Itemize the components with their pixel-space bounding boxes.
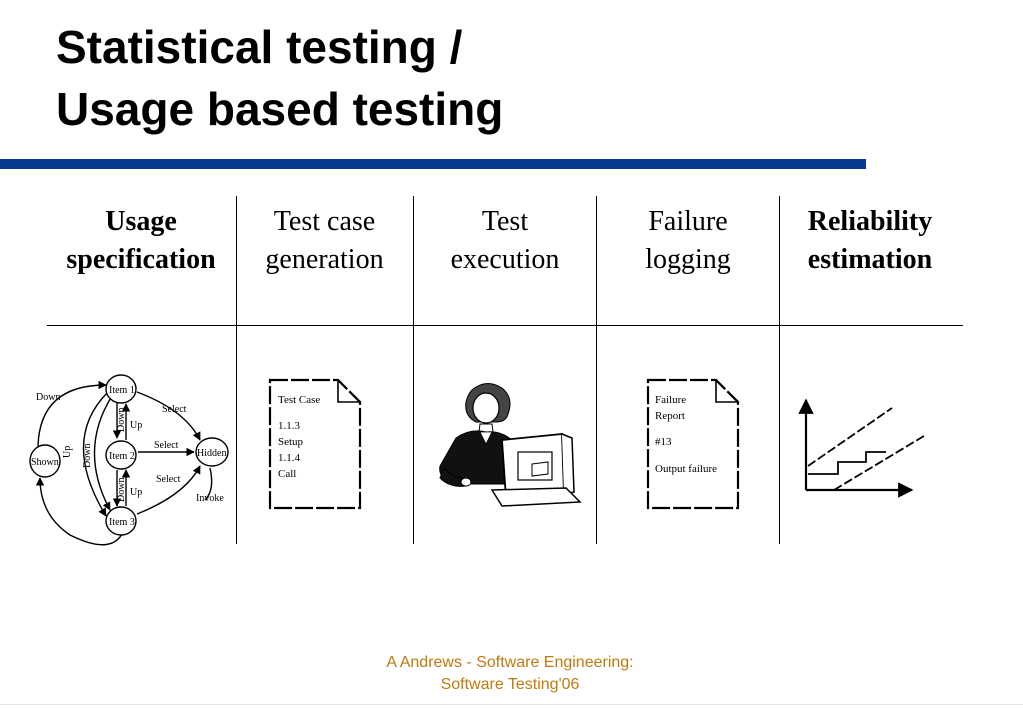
slide-title: Statistical testing / Usage based testin… [56,16,503,140]
state-label: Item 2 [109,451,135,462]
edge-label: Up [130,420,142,431]
edge-label: Up [130,487,142,498]
column-label-line2: execution [450,244,560,275]
test-case-line: Setup [278,436,304,448]
slide-bottom-border [0,704,1023,705]
edge-label: Select [162,404,187,415]
column-divider [779,196,780,544]
test-case-document-icon: Test Case 1.1.3 Setup 1.1.4 Call [268,378,362,510]
edge-select-3 [136,465,201,515]
header-separator [47,325,963,326]
column-label-line1: Test case [273,206,376,237]
state-label: Item 1 [109,385,135,396]
column-label-line2: generation [265,244,384,275]
state-label: Shown [31,457,59,468]
test-case-line: 1.1.4 [278,452,301,464]
state-shown [29,444,61,478]
edge-invoke [204,467,213,501]
column-divider [413,196,414,544]
column-reliability-estimation: Reliability estimation [780,203,960,279]
edge-label: Down [116,408,127,432]
edge-label: Down [36,392,60,403]
column-label-line2: specification [66,244,216,275]
state-label: Item 3 [109,517,135,528]
title-line-1: Statistical testing / [56,21,463,73]
edge-down-outer [37,380,107,447]
column-label-line1: Failure [648,206,728,237]
column-label-line1: Test [481,206,529,237]
footer-line-2: Software Testing'06 [440,676,580,693]
column-label-line1: Usage [105,206,177,237]
column-label-line1: Reliability [807,206,933,237]
column-label-line2: logging [645,244,731,275]
person-at-computer-icon [439,383,582,507]
title-underline [0,159,866,169]
failure-report-heading: Failure [655,394,686,406]
edge-label: Select [154,440,179,451]
failure-report-heading: Report [655,410,685,422]
edge-label: Up [62,446,73,458]
failure-report-id: #13 [655,436,672,448]
test-case-line: 1.1.3 [278,420,301,432]
state-hidden [195,437,229,467]
state-item1 [105,374,137,404]
column-failure-logging: Failure logging [597,203,779,279]
edge-label: Down [116,478,127,502]
slide-footer: A Andrews - Software Engineering: Softwa… [310,652,710,696]
edge-select-1 [136,391,201,441]
edge-label: Down [82,444,93,468]
edge-label: Invoke [196,493,224,504]
column-label-line2: estimation [807,244,933,275]
test-case-line: Call [278,468,296,480]
footer-line-1: A Andrews - Software Engineering: [386,654,634,671]
column-test-execution: Test execution [414,203,596,279]
state-label: Hidden [197,448,226,459]
state-item3 [105,506,137,536]
reliability-growth-chart-icon [798,398,925,498]
column-test-case-generation: Test case generation [237,203,412,279]
test-case-heading: Test Case [278,394,320,406]
edge-down-left [93,395,113,511]
title-line-2: Usage based testing [56,83,504,135]
column-divider [596,196,597,544]
failure-report-summary: Output failure [655,463,717,475]
edge-up-left [82,391,109,517]
edge-label: Select [156,474,181,485]
column-usage-specification: Usage specification [48,203,234,279]
failure-report-document-icon: Failure Report #13 Output failure [646,378,740,510]
edge-bottom-loop [35,477,123,546]
usage-model-diagram: Item 1 Item 2 Item 3 Shown Hidden Down U… [29,374,229,546]
column-divider [236,196,237,544]
state-item2 [105,440,137,470]
